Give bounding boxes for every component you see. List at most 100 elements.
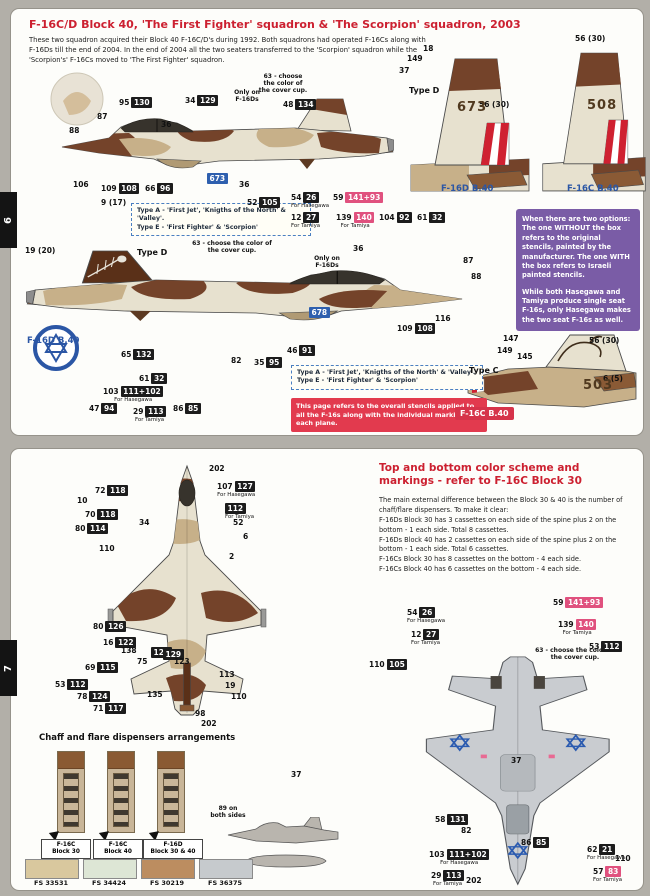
stencil-callout: 82 (231, 356, 242, 365)
stencil-callout: 202 (201, 719, 217, 728)
fs-color-swatch-33531 (25, 859, 79, 879)
stencil-callout: 138 (121, 646, 137, 655)
stencil-callout: 673 (207, 173, 228, 184)
page-number: 7 (3, 664, 14, 672)
iaf-roundel-emblem (33, 325, 79, 371)
chaff-strip-f16c-block30 (57, 751, 85, 833)
stencil-callout: 110 (99, 544, 115, 553)
stencil-callout: 113 (219, 670, 235, 679)
diagram-note: Only on F-16Ds (234, 89, 260, 104)
stencil-callout: 19 (225, 681, 236, 690)
stencil-callout: 110 (615, 854, 631, 863)
panel1-title: F-16C/D Block 40, 'The First Fighter' sq… (29, 18, 521, 31)
stencil-callout: 2 (229, 552, 235, 561)
stencil-callout: 75 (137, 657, 148, 666)
blue-label: F-16D B.40 (441, 184, 494, 194)
panel-block40-squadrons: F-16C/D Block 40, 'The First Fighter' sq… (10, 8, 646, 436)
stencil-callout: 19 (20) (25, 246, 56, 255)
stencil-callout: 202 (209, 464, 225, 473)
chaff-label-1: F-16C Block 30 (41, 839, 91, 859)
options-note-paragraph-1: When there are two options: The one WITH… (522, 215, 631, 280)
diagram-note: Only on F-16Ds (314, 255, 340, 270)
stencil-callout: 36 (161, 120, 172, 129)
stencil-callout: 202 (466, 876, 482, 885)
stencil-callout: 6 (243, 532, 249, 541)
chaff-strip-f16c-block40 (107, 751, 135, 833)
stencil-callout: 36 (353, 244, 364, 253)
stencil-callout: 110 (231, 692, 247, 701)
fin-num: 673 (457, 100, 488, 115)
chaff-label-3: F-16D Block 30 & 40 (143, 839, 203, 859)
aircraft-top-view (107, 464, 267, 716)
stencil-callout: 145 (517, 352, 533, 361)
options-note-paragraph-2: While both Hasegawa and Tamiya produce s… (522, 287, 631, 324)
fin-num: 503 (583, 378, 614, 393)
beacon-location-silhouettes (227, 817, 339, 868)
diagram-note: 89 on both sides (210, 805, 246, 820)
fs-swatch-label: FS 30219 (150, 879, 184, 887)
stencil-callout: 82 (461, 826, 472, 835)
stencil-callout: 56 (30) (479, 100, 510, 109)
aircraft-bottom-view (425, 656, 610, 886)
panel-top-bottom-scheme: Top and bottom color scheme and markings… (10, 448, 644, 891)
stencil-callout: 37 (399, 66, 410, 75)
stencil-callout: 6 (5) (603, 374, 623, 383)
stencil-callout: 87 (463, 256, 474, 265)
stencil-callout: 88 (471, 272, 482, 281)
stencil-callout: 116 (435, 314, 451, 323)
fs-color-swatch-34424 (83, 859, 137, 879)
chaff-section-heading: Chaff and flare dispensers arrangements (39, 733, 236, 743)
fs-swatch-label: FS 33531 (34, 879, 68, 887)
page-number: 6 (3, 216, 14, 224)
type-note-box-2: Type A - 'First Jet', 'Knigths of the No… (291, 365, 483, 390)
stencil-callout: 147 (503, 334, 519, 343)
fs-swatch-label: FS 36375 (208, 879, 242, 887)
stencil-callout: 52 (233, 518, 244, 527)
page-scope-note-box: This page refers to the overall stencils… (291, 398, 487, 432)
stencil-callout: 18 (423, 44, 434, 53)
stencil-callout: 129 (163, 649, 184, 660)
aircraft-side-profile-f16d-673 (61, 98, 394, 169)
stencil-callout: 149 (407, 54, 423, 63)
type-label: Type C (469, 366, 499, 375)
stencil-callout: 121 (151, 647, 172, 658)
fin-num: 508 (587, 98, 618, 113)
stencil-callout: 37 (291, 770, 302, 779)
stencil-callout: 678 (309, 307, 330, 318)
panel1-intro: These two squadron acquired their Block … (29, 36, 426, 64)
options-note-box: When there are two options: The one WITH… (516, 209, 640, 332)
aircraft-side-profile-f16d-678 (26, 250, 463, 321)
stencil-callout: 37 (511, 756, 522, 765)
stencil-callout: 106 (73, 180, 89, 189)
type-label: Type D (409, 86, 440, 95)
tail-closeup-508 (542, 52, 646, 192)
diagram-note: 63 - choose the color of the cover cup. (192, 240, 272, 255)
